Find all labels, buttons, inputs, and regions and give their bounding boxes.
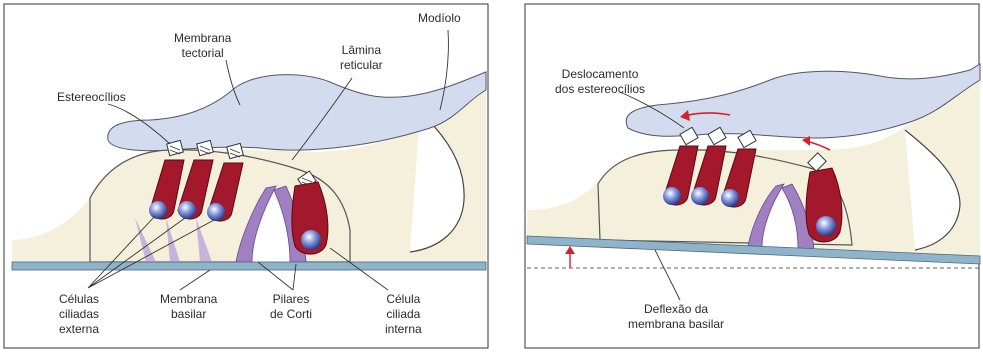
label-deflexao-membrana-basilar: Deflexão da membrana basilar (628, 302, 724, 332)
label-celulas-ciliadas-externa: Células ciliadas externa (59, 292, 99, 337)
inner-hair-cell (292, 182, 328, 254)
label-membrana-tectorial: Membrana tectorial (174, 31, 231, 61)
outer-hair-cells (149, 160, 243, 221)
label-estereocilios: Estereocílios (57, 90, 126, 105)
label-pilares-de-corti: Pilares de Corti (270, 292, 312, 322)
inner-hair-cell-deflected (806, 168, 842, 242)
label-membrana-basilar: Membrana basilar (160, 292, 217, 322)
basilar-membrane (12, 262, 486, 270)
outer-hair-cells-deflected (663, 146, 756, 207)
label-modiolo: Modíolo (418, 11, 461, 26)
label-celula-ciliada-interna: Célula ciliada interna (385, 292, 422, 337)
label-lamina-reticular: Lâmina reticular (340, 43, 383, 73)
label-deslocamento-estereocilios: Deslocamento dos estereocílios (555, 67, 645, 97)
